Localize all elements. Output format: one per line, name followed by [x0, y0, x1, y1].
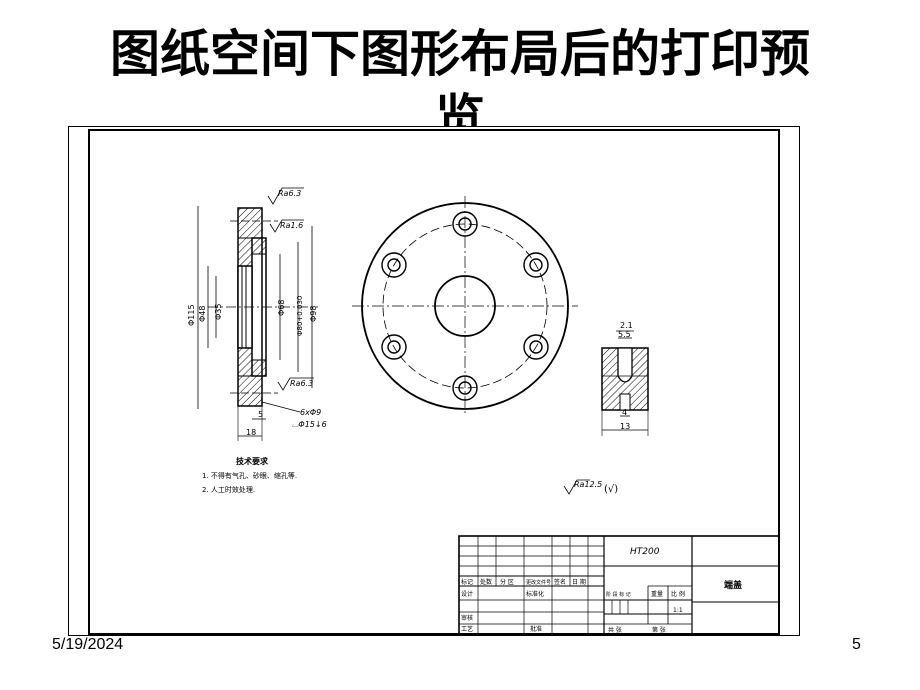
roughness-remaining-symbol: (√)	[604, 484, 618, 495]
roughness-general-symbol	[563, 479, 590, 495]
section-view	[197, 187, 318, 441]
title-block-header-row: 标记 处数 分 区 更改文件号 签名 日 期	[461, 578, 586, 586]
tb-process: 工艺	[461, 625, 473, 633]
tb-col-date: 日 期	[572, 578, 586, 586]
detail-dim-2-1: 2.1	[620, 321, 633, 330]
slide-date: 5/19/2024	[52, 636, 124, 653]
tb-stage-mark: 阶 段 标 记	[606, 591, 631, 598]
detail-view	[601, 330, 649, 436]
detail-dim-5-5: 5.5	[618, 330, 631, 339]
tb-approve: 批准	[530, 625, 542, 633]
dim-phi115: Φ115	[187, 304, 196, 326]
tb-col-mark: 标记	[461, 578, 473, 586]
part-name-text: 端盖	[724, 579, 742, 591]
hole-spec-2: ⌴Φ15↓6	[292, 420, 327, 429]
tb-scale-label: 比 例	[671, 590, 685, 598]
dim-phi80: Φ80+0.030	[296, 296, 304, 336]
dim-18: 18	[246, 428, 256, 437]
tb-standardize: 标准化	[526, 590, 544, 598]
tb-scale-value: 1:1	[673, 607, 683, 614]
detail-dim-4: 4	[622, 408, 627, 417]
dim-phi98: Φ98	[309, 306, 318, 322]
engineering-drawing: Ra6.3 Ra1.6 Ra6.3 Φ115 Φ48 Φ35 Φ68 Φ80+0…	[68, 126, 800, 636]
dim-phi68: Φ68	[277, 300, 286, 316]
roughness-inner-label: Ra1.6	[280, 221, 303, 230]
tech-req-title: 技术要求	[236, 456, 269, 466]
tb-col-change-doc: 更改文件号	[526, 579, 551, 586]
drawing-sheet: Ra6.3 Ra1.6 Ra6.3 Φ115 Φ48 Φ35 Φ68 Φ80+0…	[68, 126, 800, 636]
dim-5: 5	[258, 410, 263, 419]
dim-phi35: Φ35	[214, 304, 223, 320]
page-number: 5	[852, 636, 861, 653]
tech-req-2: 2. 人工时效处理.	[202, 485, 255, 494]
tb-weight: 重量	[651, 590, 663, 598]
tb-col-count: 处数	[480, 578, 492, 586]
material-text: HT200	[630, 547, 660, 557]
roughness-lower-label: Ra6.3	[290, 379, 313, 388]
tb-sheet-no: 第 张	[652, 626, 666, 634]
tb-review: 审核	[461, 614, 473, 622]
hole-spec-1: 6xΦ9	[300, 408, 321, 417]
detail-dim-13: 13	[620, 422, 630, 431]
slide-title: 图纸空间下图形布局后的打印预 览	[0, 22, 920, 150]
roughness-top-label: Ra6.3	[278, 189, 301, 198]
tb-col-zone: 分 区	[500, 578, 514, 586]
title-line-1: 图纸空间下图形布局后的打印预	[110, 25, 810, 83]
roughness-general-label: Ra12.5	[574, 480, 602, 489]
inner-frame	[88, 129, 780, 635]
tb-sheets-total: 共 张	[608, 626, 622, 634]
front-view	[352, 196, 578, 416]
dim-phi48: Φ48	[198, 306, 207, 322]
tech-req-1: 1. 不得有气孔、砂眼、缩孔等.	[202, 471, 297, 480]
title-block	[458, 535, 780, 635]
tb-col-sign: 签名	[554, 578, 566, 586]
outer-border	[68, 126, 800, 636]
tb-design: 设计	[461, 590, 473, 598]
bolt-holes	[381, 211, 549, 401]
